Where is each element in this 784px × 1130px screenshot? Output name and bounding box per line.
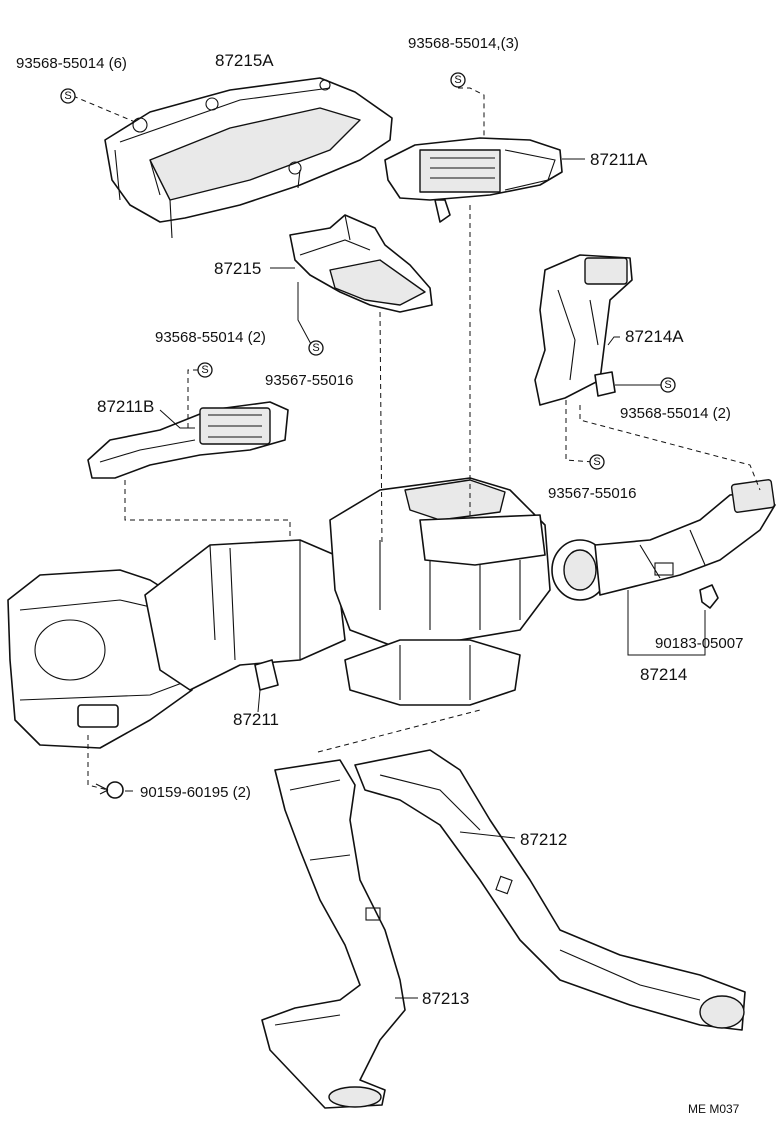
part-87215A-defroster-nozzle	[104, 77, 393, 239]
screw-symbol-5: S	[660, 377, 676, 393]
part-87214-side-duct	[551, 479, 776, 601]
part-87211B-side-vent-duct	[87, 401, 289, 479]
screw-symbol-2: S	[450, 72, 466, 88]
screw-symbol-label: S	[454, 74, 461, 86]
part-87213-rear-heater-duct	[261, 759, 406, 1109]
screw-symbol-label: S	[201, 364, 208, 376]
part-90159-60195-screw	[95, 781, 124, 799]
part-87214A-side-duct	[534, 254, 633, 406]
part-87212-rear-heater-duct	[354, 749, 746, 1031]
part-heater-unit-assembly	[7, 477, 551, 749]
label-87215A: 87215A	[215, 51, 274, 70]
part-87211A-center-vent-duct	[384, 137, 563, 223]
label-93567-55016-b: 93567-55016	[548, 485, 636, 502]
screw-symbol-label: S	[664, 379, 671, 391]
diagram-code: ME M037	[688, 1102, 740, 1116]
label-87211: 87211	[233, 710, 279, 729]
label-90183-05007: 90183-05007	[655, 635, 743, 652]
part-90183-05007-clip	[699, 584, 719, 609]
screw-symbol-label: S	[593, 456, 600, 468]
leader-lines	[72, 87, 761, 999]
screw-symbol-label: S	[64, 90, 71, 102]
label-93568-55014-2b: 93568-55014 (2)	[620, 405, 731, 422]
label-93568-55014-3: 93568-55014,(3)	[408, 35, 519, 52]
label-87215: 87215	[214, 259, 261, 278]
screw-symbol-3: S	[197, 362, 213, 378]
label-87214: 87214	[640, 665, 687, 684]
label-90159-60195: 90159-60195 (2)	[140, 784, 251, 801]
part-87215-defroster-connector	[289, 214, 433, 313]
screw-symbol-6: S	[589, 454, 605, 470]
screw-symbol-1: S	[60, 88, 76, 104]
label-87211B: 87211B	[97, 397, 154, 416]
screw-symbol-label: S	[312, 342, 319, 354]
label-87213: 87213	[422, 989, 469, 1008]
screw-symbol-4: S	[308, 340, 324, 356]
label-87211A: 87211A	[590, 150, 648, 169]
label-87212: 87212	[520, 830, 567, 849]
label-93567-55016-a: 93567-55016	[265, 372, 353, 389]
label-93568-55014-6: 93568-55014 (6)	[16, 55, 127, 72]
label-93568-55014-2a: 93568-55014 (2)	[155, 329, 266, 346]
label-87214A: 87214A	[625, 327, 684, 346]
